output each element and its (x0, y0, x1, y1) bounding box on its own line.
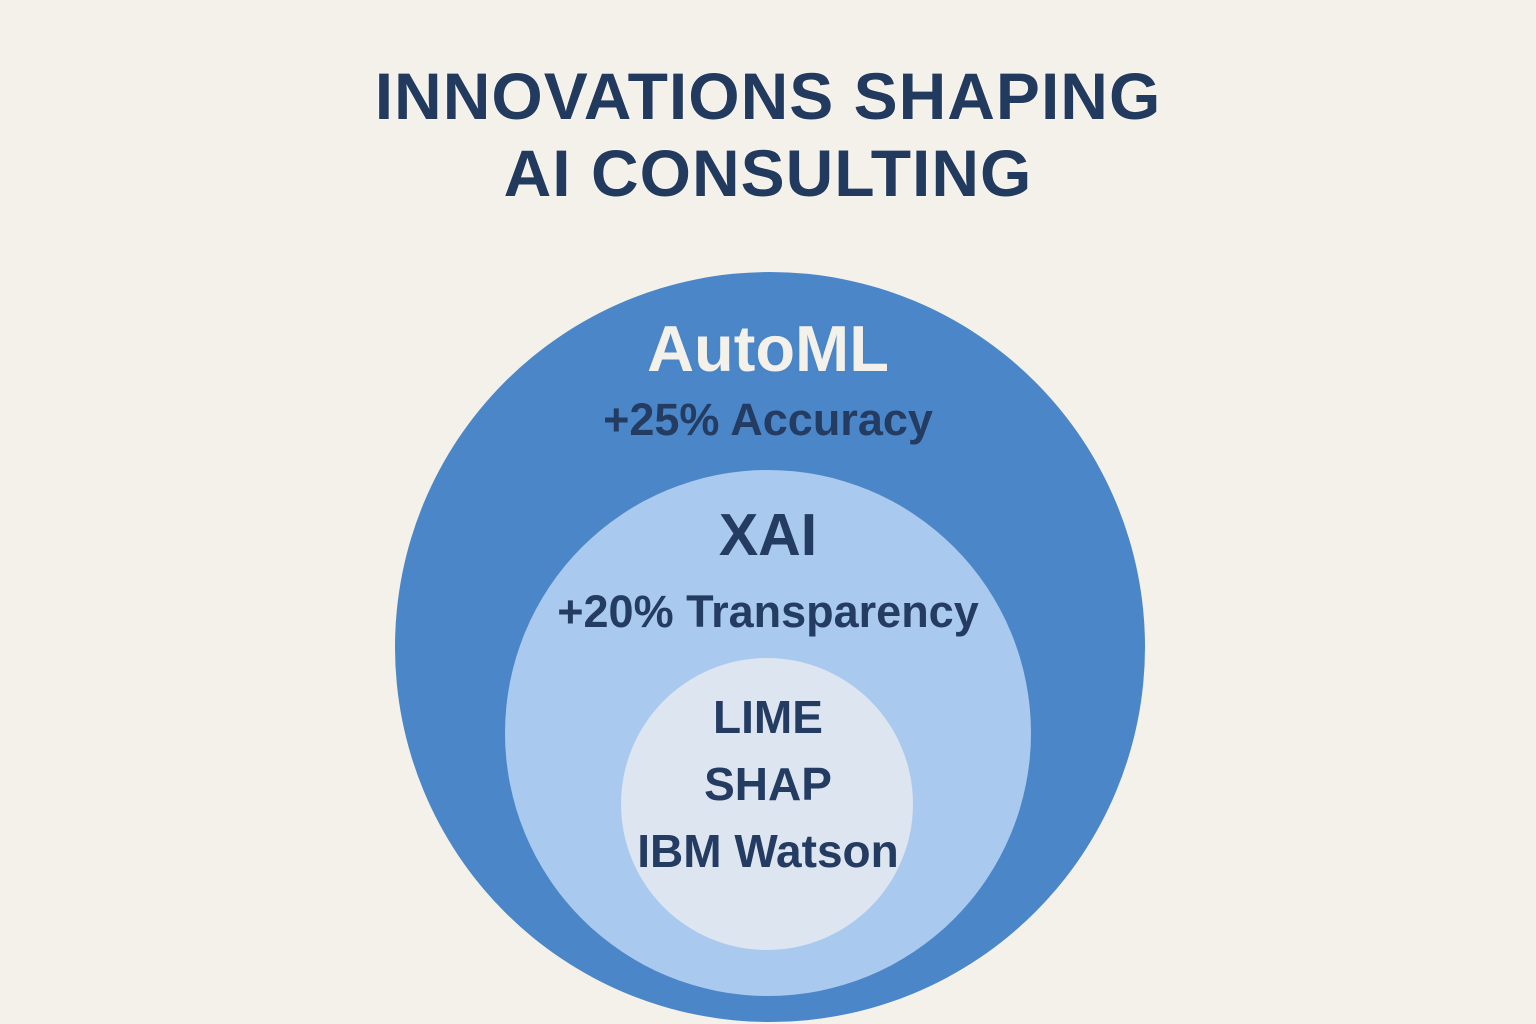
automl-label: AutoML (647, 312, 889, 385)
tools-circle (621, 658, 913, 950)
tools-list: LIME SHAP IBM Watson (0, 684, 1536, 885)
page-title-line-1: INNOVATIONS SHAPING (374, 59, 1162, 133)
tool-item-shap: SHAP (704, 758, 832, 810)
tool-item-lime: LIME (713, 691, 823, 743)
automl-metric: +25% Accuracy (603, 394, 933, 445)
xai-metric: +20% Transparency (557, 586, 979, 637)
xai-label: XAI (718, 502, 818, 568)
tool-item-ibm-watson: IBM Watson (637, 825, 899, 877)
page-title-line-2: AI CONSULTING (503, 136, 1033, 210)
page-title: INNOVATIONS SHAPING AI CONSULTING (0, 58, 1536, 212)
